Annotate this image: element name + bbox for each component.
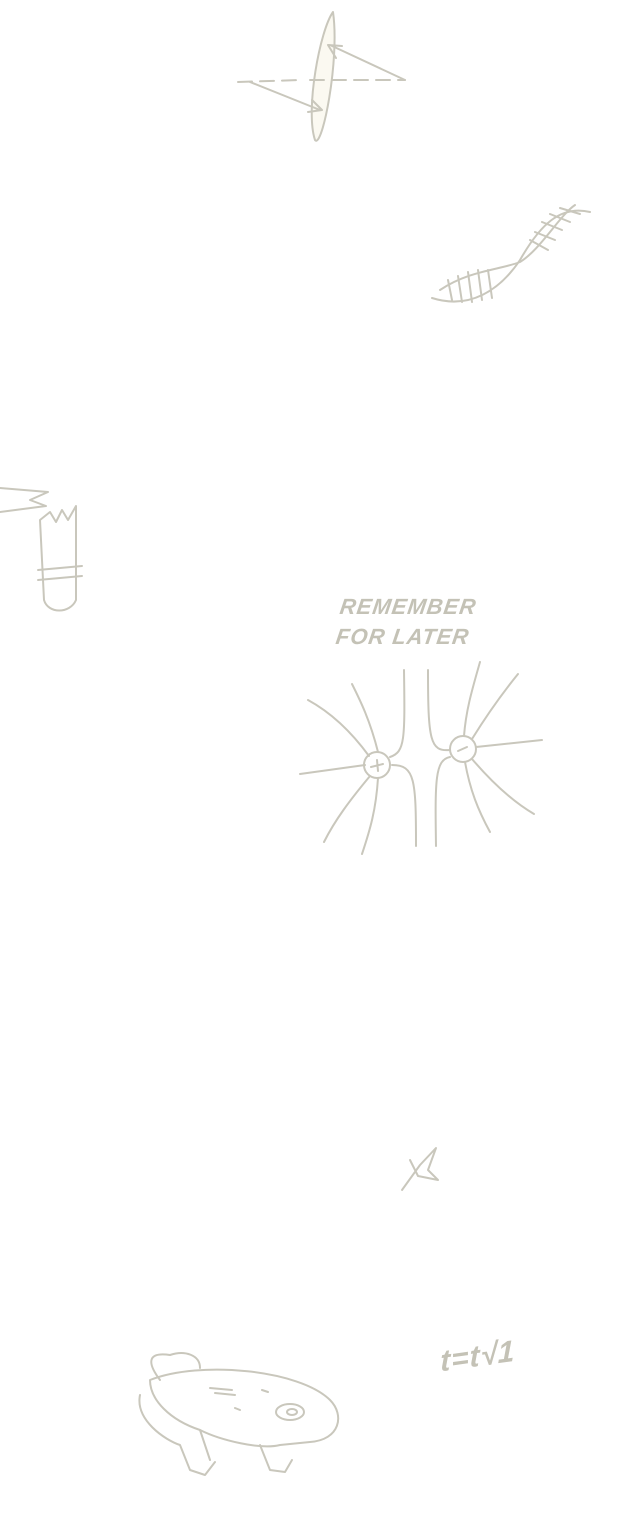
- broken-pencil-doodle: [0, 487, 83, 612]
- dna-helix-doodle: [431, 204, 591, 303]
- plane-axis-doodle: [237, 11, 406, 142]
- note-line-1: REMEMBER: [338, 594, 479, 619]
- note-line-2: FOR LATER: [334, 624, 472, 649]
- sparkle-doodle: [401, 1147, 439, 1191]
- frog-doodle: [138, 1352, 340, 1476]
- electric-field-doodle: [299, 661, 543, 855]
